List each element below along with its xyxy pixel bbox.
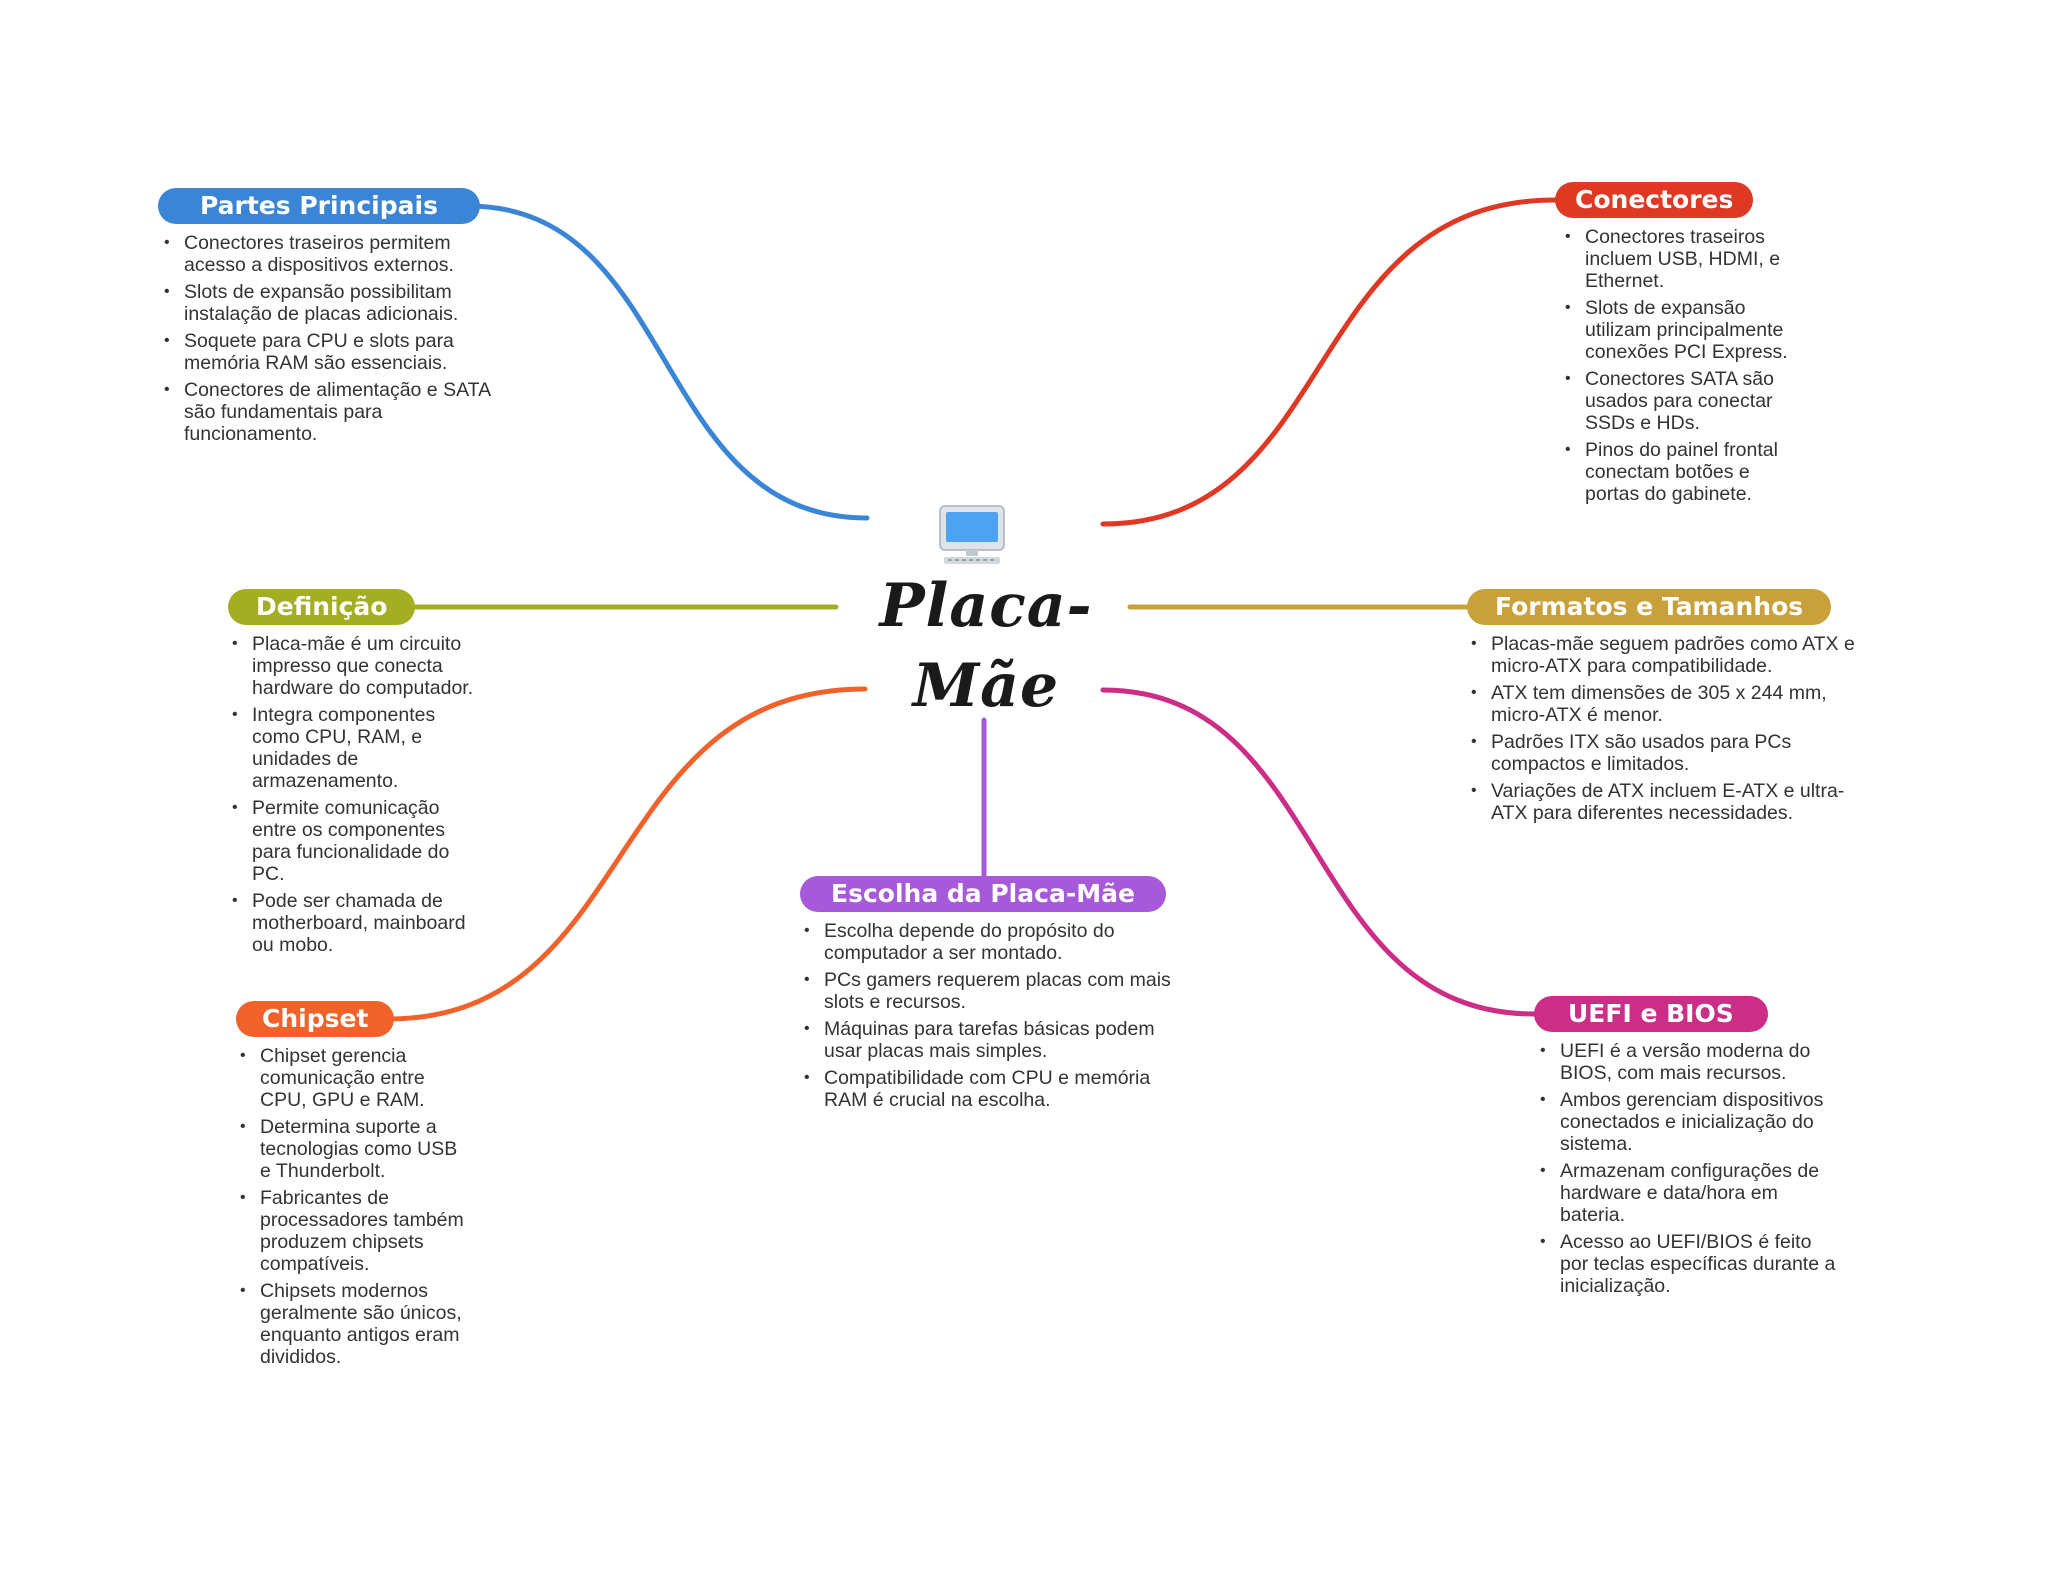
topic-escolha-da-placa-mae[interactable]: Escolha da Placa-Mãe [800,876,1166,912]
list-uefi: UEFI é a versão moderna do BIOS, com mai… [1536,1040,1836,1297]
list-item: Padrões ITX são usados para PCs compacto… [1467,731,1862,775]
list-item: Escolha depende do propósito do computad… [800,920,1180,964]
list-item: PCs gamers requerem placas com mais slot… [800,969,1180,1013]
list-item: Pode ser chamada de motherboard, mainboa… [228,890,478,956]
list-item: Conectores traseiros incluem USB, HDMI, … [1561,226,1801,292]
connector-chipset [385,686,868,1022]
list-conectores: Conectores traseiros incluem USB, HDMI, … [1561,226,1801,505]
central-topic: Placa-Mãe [879,571,1093,721]
topic-chipset[interactable]: Chipset [236,1001,395,1037]
list-item: Slots de expansão utilizam principalment… [1561,297,1801,363]
list-escolha: Escolha depende do propósito do computad… [800,920,1180,1111]
list-item: Armazenam configurações de hardware e da… [1536,1160,1836,1226]
topic-uefi-e-bios[interactable]: UEFI e BIOS [1534,996,1768,1032]
topic-formatos-e-tamanhos[interactable]: Formatos e Tamanhos [1467,589,1832,625]
list-item: Conectores de alimentação e SATA são fun… [160,379,495,445]
connector-conectores [1100,197,1558,527]
list-item: Chipsets modernos geralmente são únicos,… [236,1280,466,1368]
list-item: Conectores SATA são usados para conectar… [1561,368,1801,434]
branch-conectores: Conectores Conectores traseiros incluem … [1555,182,1801,510]
list-item: Determina suporte a tecnologias como USB… [236,1116,466,1182]
list-item: Acesso ao UEFI/BIOS é feito por teclas e… [1536,1231,1836,1297]
list-item: Placas-mãe seguem padrões como ATX e mic… [1467,633,1862,677]
list-item: Fabricantes de processadores também prod… [236,1187,466,1275]
list-item: Variações de ATX incluem E-ATX e ultra-A… [1467,780,1862,824]
list-item: Conectores traseiros permitem acesso a d… [160,232,495,276]
computer-icon [939,505,1005,564]
list-item: Permite comunicação entre os componentes… [228,797,478,885]
branch-partes-principais: Partes Principais Conectores traseiros p… [158,188,495,450]
topic-conectores[interactable]: Conectores [1555,182,1754,218]
branch-escolha: Escolha da Placa-Mãe Escolha depende do … [800,876,1180,1116]
connector-partes [465,203,870,521]
topic-partes-principais[interactable]: Partes Principais [158,188,480,224]
branch-formatos: Formatos e Tamanhos Placas-mãe seguem pa… [1467,589,1862,829]
list-item: Máquinas para tarefas básicas podem usar… [800,1018,1180,1062]
topic-definicao[interactable]: Definição [228,589,416,625]
list-item: Ambos gerenciam dispositivos conectados … [1536,1089,1836,1155]
branch-uefi: UEFI e BIOS UEFI é a versão moderna do B… [1534,996,1836,1302]
list-item: Slots de expansão possibilitam instalaçã… [160,281,495,325]
list-item: Placa-mãe é um circuito impresso que con… [228,633,478,699]
list-item: Pinos do painel frontal conectam botões … [1561,439,1801,505]
list-formatos: Placas-mãe seguem padrões como ATX e mic… [1467,633,1862,824]
list-item: Integra componentes como CPU, RAM, e uni… [228,704,478,792]
list-item: Chipset gerencia comunicação entre CPU, … [236,1045,466,1111]
list-item: ATX tem dimensões de 305 x 244 mm, micro… [1467,682,1862,726]
list-item: Soquete para CPU e slots para memória RA… [160,330,495,374]
branch-definicao: Definição Placa-mãe é um circuito impres… [228,589,478,961]
list-item: UEFI é a versão moderna do BIOS, com mai… [1536,1040,1836,1084]
list-chipset: Chipset gerencia comunicação entre CPU, … [236,1045,466,1368]
branch-chipset: Chipset Chipset gerencia comunicação ent… [236,1001,466,1373]
list-partes-principais: Conectores traseiros permitem acesso a d… [160,232,495,445]
connector-uefi [1100,687,1537,1017]
list-definicao: Placa-mãe é um circuito impresso que con… [228,633,478,956]
list-item: Compatibilidade com CPU e memória RAM é … [800,1067,1180,1111]
